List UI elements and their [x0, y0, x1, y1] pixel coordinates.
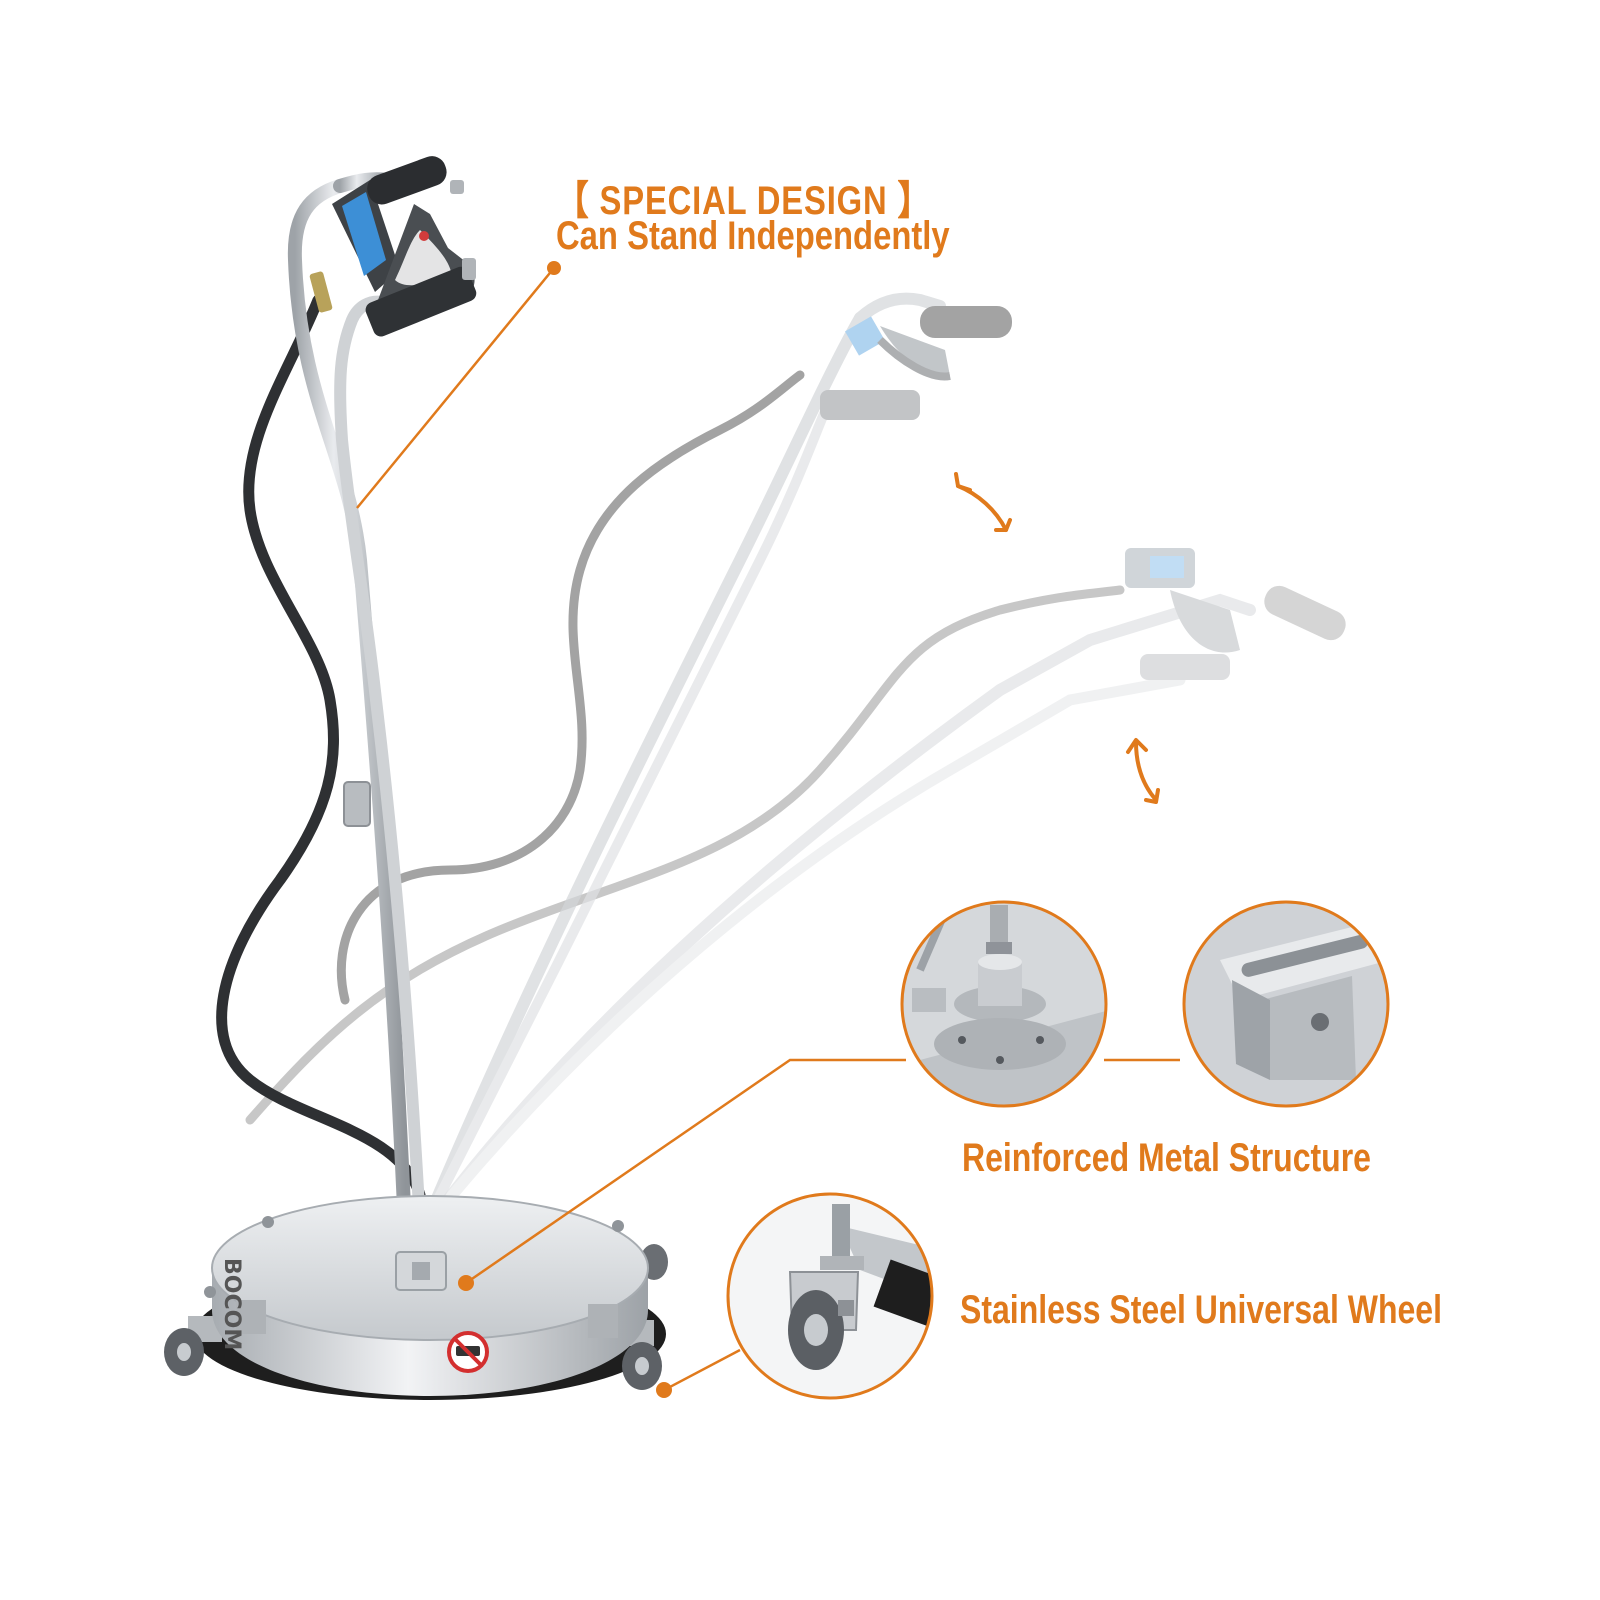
no-drive-over-icon [447, 1331, 489, 1373]
cleaner-base [164, 1195, 668, 1400]
special-design-heading: 【 SPECIAL DESIGN 】 [556, 179, 932, 223]
callout-dots [458, 261, 672, 1398]
brand-logo: BOCOM [219, 1258, 244, 1351]
detail-circle-hub [900, 900, 1108, 1108]
callout-leaders [356, 267, 1180, 1390]
stand-independently-text: Can Stand Independently [556, 214, 950, 258]
wheel-left [164, 1316, 222, 1376]
detail-circle-wheel [726, 1192, 934, 1400]
rotate-arrow-icon [954, 472, 1012, 532]
main-handle [216, 156, 477, 1237]
rotate-arrow-icon [1126, 738, 1160, 804]
detail-circle-bracket [1182, 900, 1390, 1108]
universal-wheel-label: Stainless Steel Universal Wheel [960, 1288, 1442, 1332]
metal-structure-label: Reinforced Metal Structure [962, 1136, 1371, 1180]
